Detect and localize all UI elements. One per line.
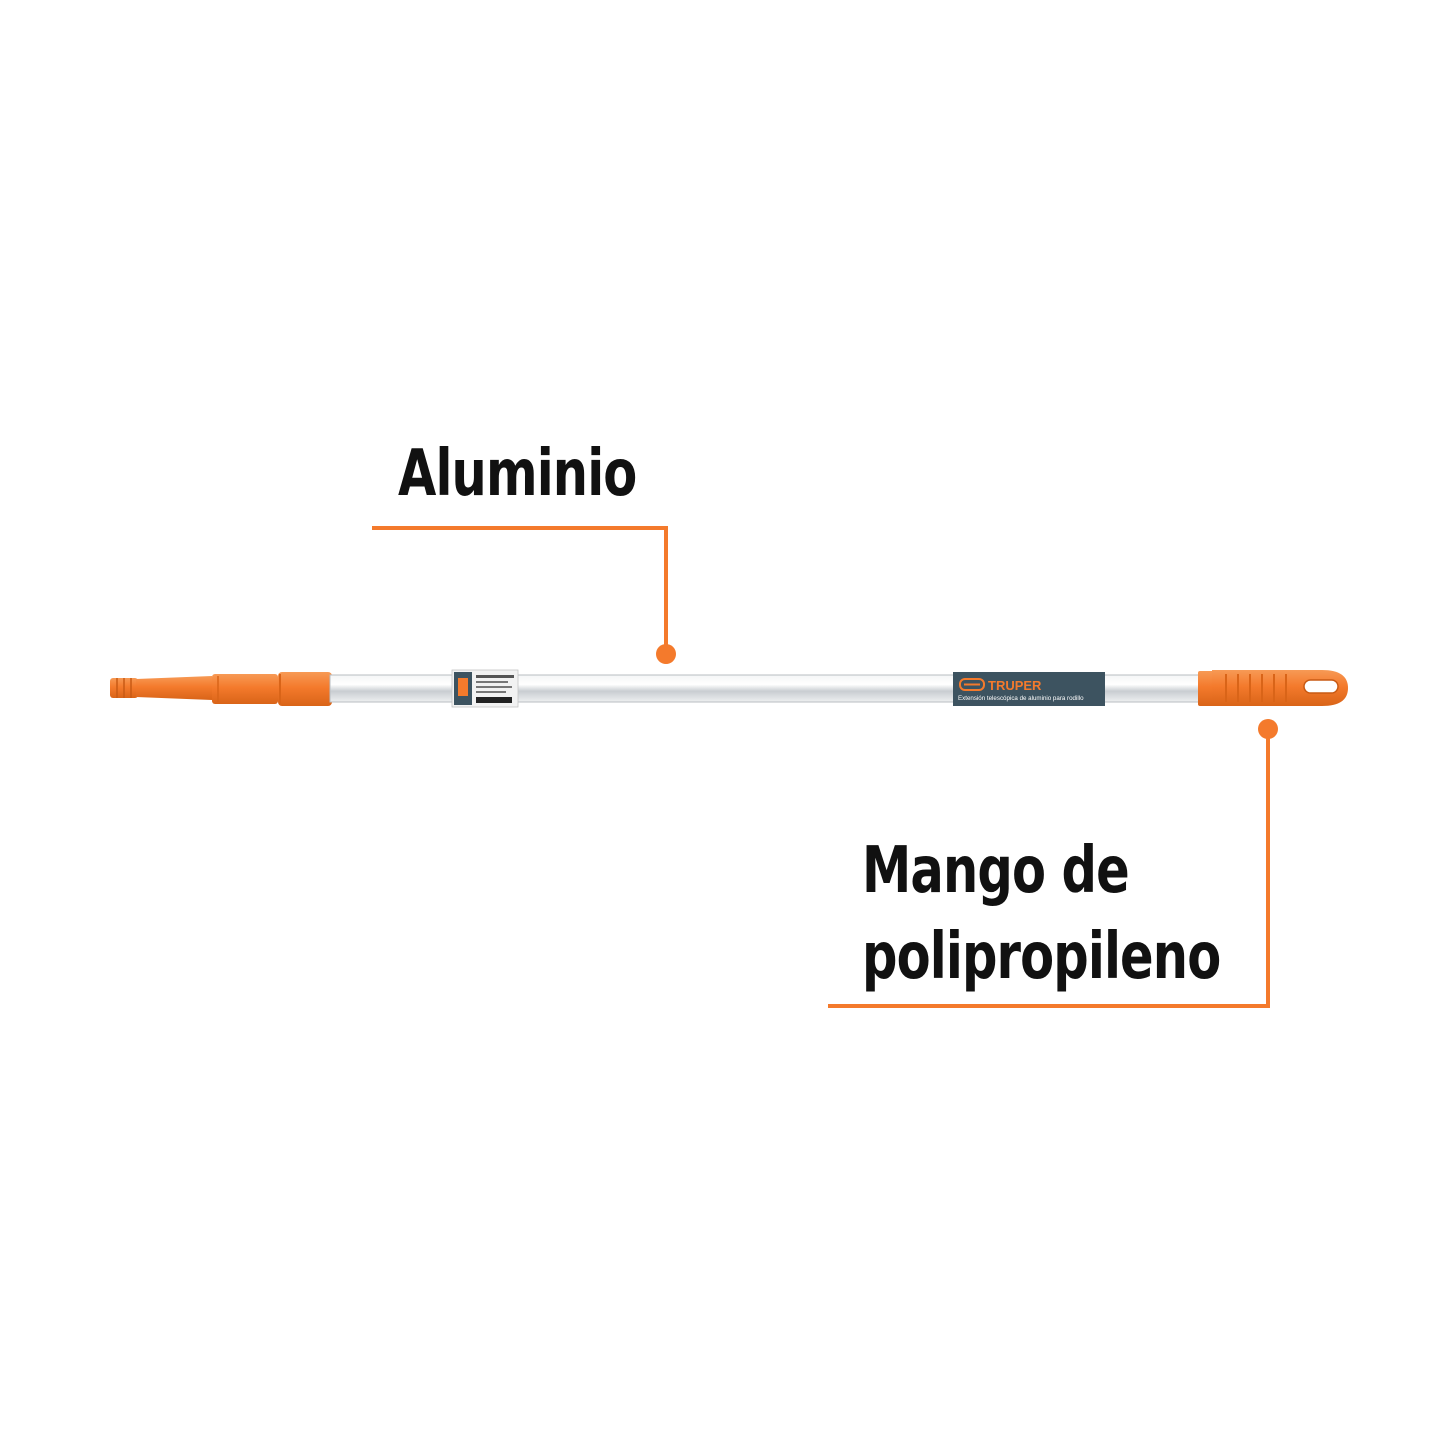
aluminio-leader-dot (656, 644, 676, 664)
brand-band-text: Extensión telescópica de aluminio para r… (958, 695, 1084, 702)
aluminio-leader-line (372, 526, 668, 654)
locking-collar (212, 672, 332, 706)
brand-band (953, 672, 1105, 706)
handle-grip (1198, 670, 1348, 706)
mango-leader-line (828, 729, 1270, 1008)
mango-label-line1: Mango de (862, 834, 1130, 908)
brand-logo-text: TRUPER (988, 678, 1042, 693)
threaded-tip (110, 676, 212, 700)
mango-label-line2: polipropileno (862, 920, 1221, 994)
small-label (451, 669, 519, 708)
aluminio-label: Aluminio (398, 437, 637, 511)
mango-label: Mango de polipropileno (862, 828, 1221, 1000)
